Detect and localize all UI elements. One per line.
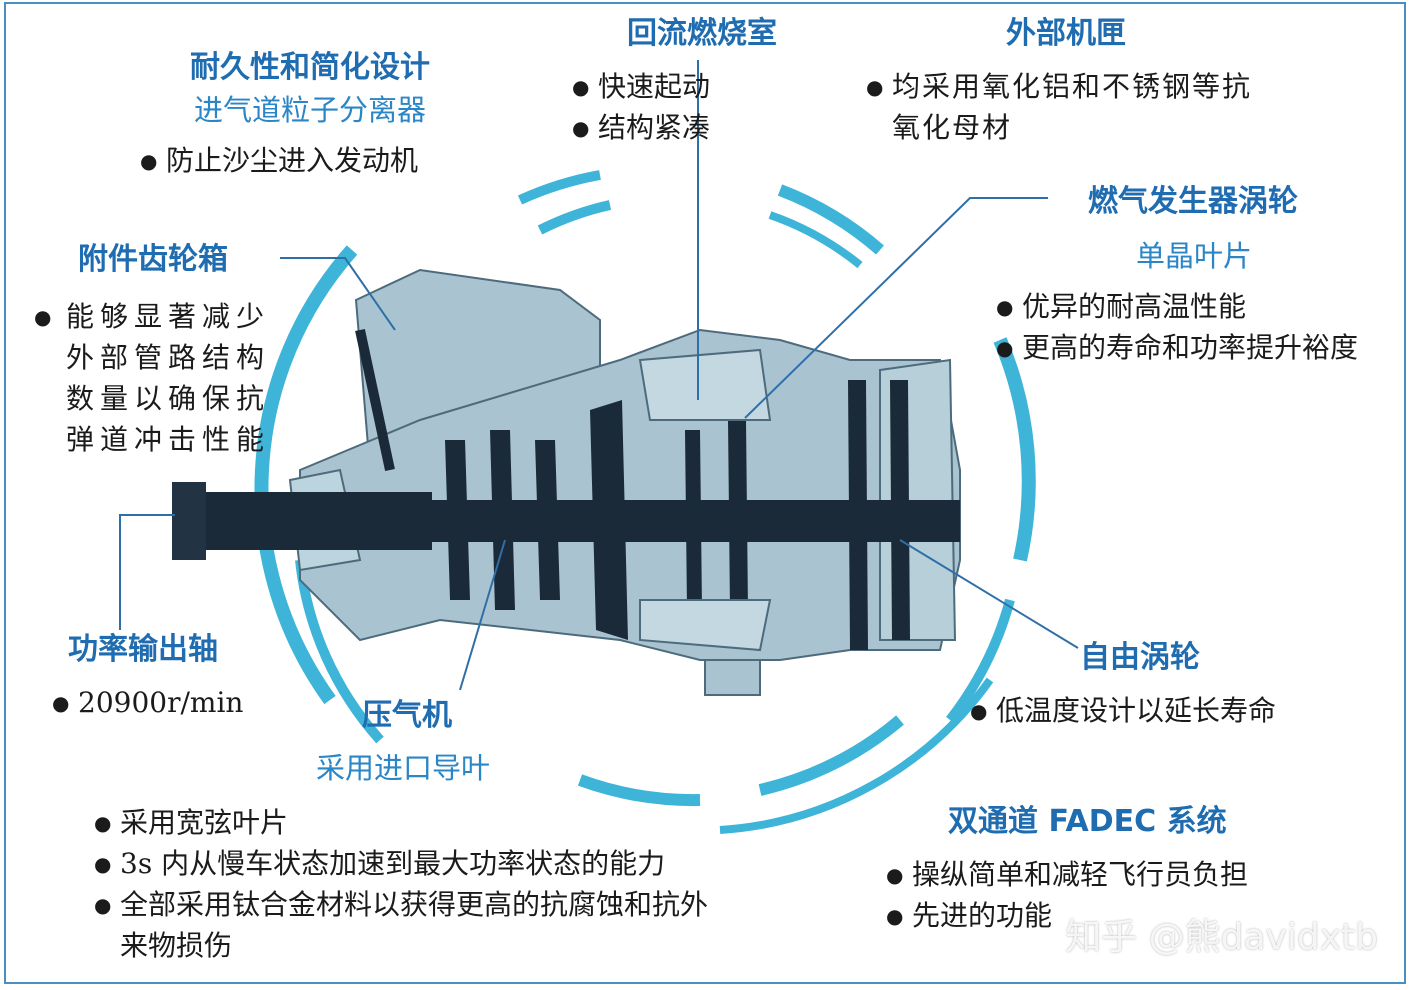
ring-arc-bottom (577, 774, 701, 807)
combustor-title: 回流燃烧室 (627, 16, 777, 51)
gearbox-title: 附件齿轮箱 (78, 242, 228, 277)
durability-block: 耐久性和简化设计 进气道粒子分离器 防止沙尘进入发动机 (140, 48, 470, 182)
leader-gearbox (280, 257, 396, 331)
durability-bullets: 防止沙尘进入发动机 (140, 140, 470, 182)
casing-bullet: 均采用氧化铝和不锈钢等抗氧化母材 (866, 66, 1278, 148)
output-shaft (172, 492, 432, 550)
leader-gg-turbine (744, 197, 1048, 419)
compressor-bullets: 采用宽弦叶片 3s 内从慢车状态加速到最大功率状态的能力 全部采用钛合金材料以获… (94, 802, 734, 966)
gg-turbine-bullet: 优异的耐高温性能 (996, 286, 1358, 328)
free-turbine-bullet: 低温度设计以延长寿命 (970, 690, 1276, 732)
engine-body (172, 268, 961, 696)
free-turbine-bullets: 低温度设计以延长寿命 (970, 690, 1276, 732)
compressor-subtitle: 采用进口导叶 (316, 751, 491, 785)
turbine-stages (685, 380, 910, 650)
compressor-block: 压气机 采用进口导叶 采用宽弦叶片 3s 内从慢车状态加速到最大功率状态的能力 … (94, 696, 734, 966)
combustor-lower (639, 599, 772, 652)
compressor-stages (445, 400, 628, 640)
output-shaft-bullets: 20900r/min (52, 682, 243, 724)
fadec-bullet: 先进的功能 (886, 895, 1248, 937)
watermark: 知乎 @熊davidxtb (1065, 917, 1378, 958)
fadec-bullets: 操纵简单和减轻飞行员负担 先进的功能 (886, 854, 1248, 937)
gearbox-drive (355, 328, 395, 472)
casing-title: 外部机匣 (1006, 16, 1126, 51)
combustor-block: 回流燃烧室 快速起动 结构紧凑 (572, 14, 777, 149)
output-flange (172, 482, 206, 560)
gearbox-bullets: 能够显著减少外部管路结构数量以确保抗弹道冲击性能 (34, 296, 284, 460)
ring-arc-top-left-2 (537, 200, 612, 235)
casing-block: 外部机匣 均采用氧化铝和不锈钢等抗氧化母材 (866, 14, 1286, 148)
ring-arc-bottom-3 (719, 677, 994, 834)
ring-arc-left (254, 245, 358, 705)
output-shaft-bullet: 20900r/min (52, 682, 243, 724)
gg-turbine-bullet: 更高的寿命和功率提升裕度 (996, 327, 1358, 369)
durability-bullet: 防止沙尘进入发动机 (140, 140, 470, 182)
leader-lines (119, 60, 1079, 691)
combustor-bullet: 结构紧凑 (572, 107, 777, 149)
ring-arc-right-lower (946, 598, 1015, 724)
ring-arc-top-left (517, 170, 601, 205)
gg-turbine-title: 燃气发生器涡轮 (1088, 184, 1298, 219)
outer-frame (4, 2, 1406, 984)
gearbox-block: 附件齿轮箱 能够显著减少外部管路结构数量以确保抗弹道冲击性能 (34, 240, 284, 460)
ring-arc-top-right-2 (768, 211, 863, 269)
gearbox-bullet: 能够显著减少外部管路结构数量以确保抗弹道冲击性能 (34, 296, 284, 460)
mount-foot (704, 659, 761, 696)
fadec-title: 双通道 FADEC 系统 (948, 804, 1227, 839)
free-turbine-title: 自由涡轮 (1080, 640, 1200, 675)
gg-turbine-bullets: 优异的耐高温性能 更高的寿命和功率提升裕度 (996, 286, 1358, 369)
fadec-bullet: 操纵简单和减轻飞行员负担 (886, 854, 1248, 896)
compressor-title: 压气机 (362, 698, 452, 733)
durability-subtitle: 进气道粒子分离器 (193, 93, 426, 127)
compressor-bullet: 全部采用钛合金材料以获得更高的抗腐蚀和抗外来物损伤 (94, 884, 730, 966)
leader-free-turbine (899, 539, 1079, 649)
output-shaft-block: 功率输出轴 20900r/min (52, 630, 243, 724)
compressor-bullet: 3s 内从慢车状态加速到最大功率状态的能力 (94, 843, 734, 885)
casing-bullets: 均采用氧化铝和不锈钢等抗氧化母材 (866, 66, 1278, 148)
output-shaft-title: 功率输出轴 (68, 632, 218, 667)
compressor-bullet: 采用宽弦叶片 (94, 802, 734, 844)
free-turbine-block: 自由涡轮 低温度设计以延长寿命 (970, 638, 1276, 732)
combustor-chamber (638, 348, 772, 421)
combustor-bullets: 快速起动 结构紧凑 (572, 66, 777, 149)
ring-arc-bottom-2 (758, 715, 904, 796)
gg-turbine-block: 燃气发生器涡轮 单晶叶片 优异的耐高温性能 更高的寿命和功率提升裕度 (996, 182, 1358, 369)
durability-title: 耐久性和简化设计 (190, 50, 430, 85)
combustor-bullet: 快速起动 (572, 66, 777, 108)
leader-compressor (459, 539, 506, 691)
leader-output-shaft (119, 514, 175, 630)
gg-turbine-subtitle: 单晶叶片 (1136, 239, 1253, 273)
fadec-block: 双通道 FADEC 系统 操纵简单和减轻飞行员负担 先进的功能 (886, 802, 1248, 937)
ring-arc-top-right (777, 184, 884, 255)
